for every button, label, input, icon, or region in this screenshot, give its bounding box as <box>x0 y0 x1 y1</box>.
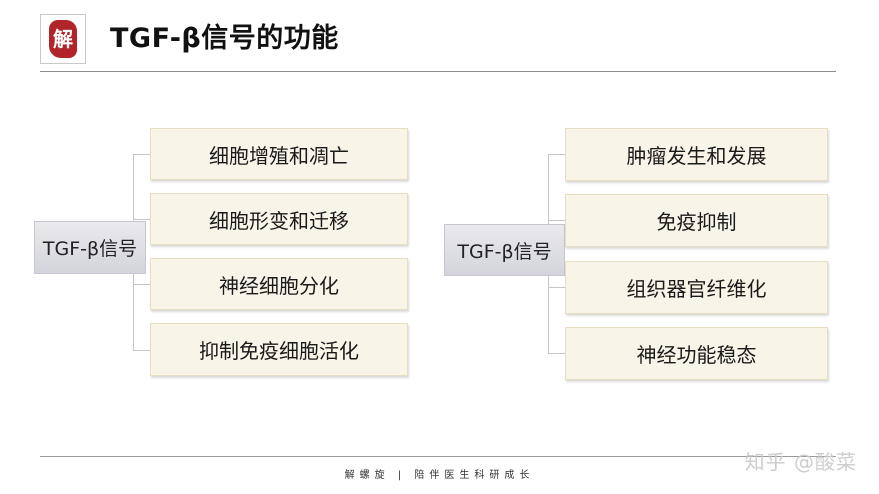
left-node-2: 细胞形变和迁移 <box>150 193 408 245</box>
left-root-node: TGF-β信号 <box>34 221 146 274</box>
right-node-1: 肿瘤发生和发展 <box>565 128 828 181</box>
logo-seal: 解 <box>49 20 77 58</box>
footer-slogan: 解螺旋 | 陪伴医生科研成长 <box>344 470 535 481</box>
right-connector-branch-2 <box>548 220 565 221</box>
right-root-node: TGF-β信号 <box>444 224 565 276</box>
right-connector-branch-4 <box>548 353 565 354</box>
right-connector-branch-3 <box>548 287 565 288</box>
page-title: TGF-β信号的功能 <box>110 23 339 54</box>
right-node-2: 免疫抑制 <box>565 194 828 247</box>
right-connector-branch-1 <box>548 154 565 155</box>
left-connector-branch-3 <box>133 284 150 285</box>
right-node-4: 神经功能稳态 <box>565 327 828 380</box>
title-divider <box>40 71 836 72</box>
watermark: 知乎 @酸菜 <box>744 450 857 474</box>
left-node-1: 细胞增殖和凋亡 <box>150 128 408 180</box>
left-connector-branch-2 <box>133 219 150 220</box>
footer-divider <box>40 456 836 457</box>
left-connector-branch-1 <box>133 154 150 155</box>
left-node-4: 抑制免疫细胞活化 <box>150 323 408 376</box>
logo: 解 <box>40 14 86 64</box>
right-node-3: 组织器官纤维化 <box>565 261 828 314</box>
left-node-3: 神经细胞分化 <box>150 258 408 310</box>
left-connector-branch-4 <box>133 350 150 351</box>
